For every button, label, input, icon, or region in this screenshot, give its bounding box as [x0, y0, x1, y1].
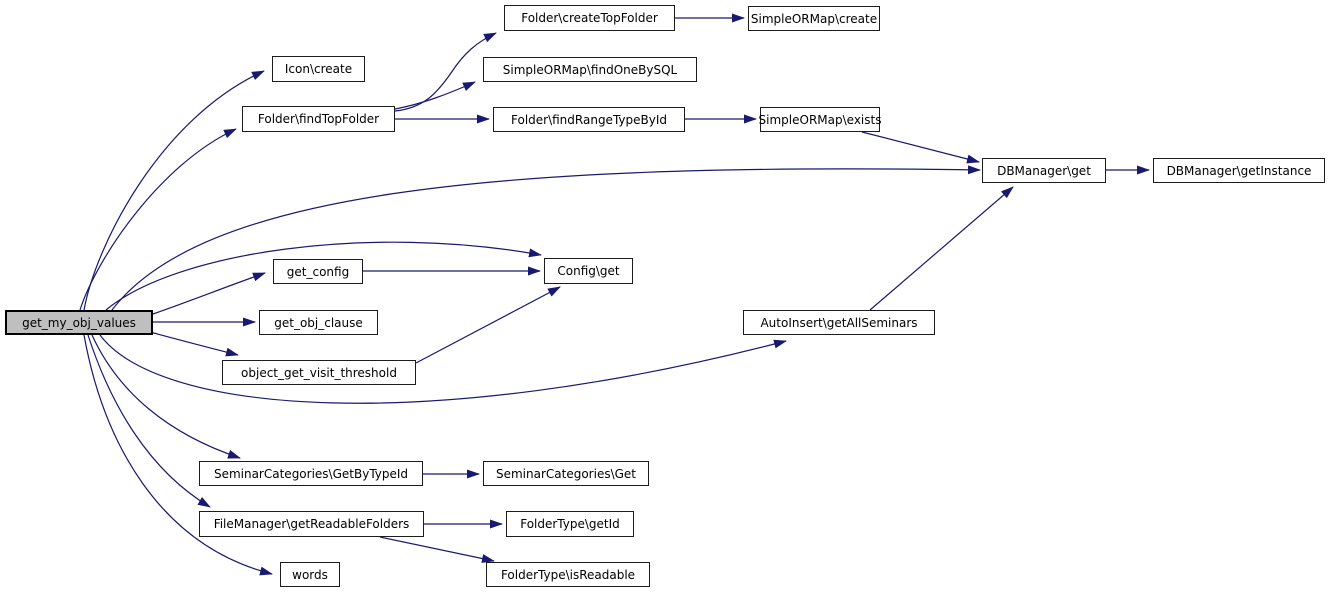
node-dbmanager-getinstance[interactable]: DBManager\getInstance: [1153, 158, 1325, 183]
node-dbmanager-get[interactable]: DBManager\get: [982, 158, 1106, 183]
node-autoinsert-getallseminars[interactable]: AutoInsert\getAllSeminars: [743, 310, 935, 335]
node-object-get-visit-threshold[interactable]: object_get_visit_threshold: [222, 360, 416, 385]
edge-filemanager-getreadablefolders-to-foldertype-isreadable: [379, 536, 495, 563]
node-seminarcategories-getbytypeid[interactable]: SeminarCategories\GetByTypeId: [199, 461, 423, 486]
node-simpleormap-exists[interactable]: SimpleORMap\exists: [759, 107, 881, 132]
node-config-get[interactable]: Config\get: [544, 258, 633, 284]
node-simpleormap-findonebysql[interactable]: SimpleORMap\findOneBySQL: [483, 57, 697, 82]
node-folder-findtopfolder[interactable]: Folder\findTopFolder: [242, 106, 395, 132]
node-filemanager-getreadablefolders[interactable]: FileManager\getReadableFolders: [199, 511, 424, 537]
edge-get-my-obj-values-to-get-config: [152, 272, 266, 315]
edge-get-my-obj-values-to-config-get: [105, 241, 542, 311]
node-seminarcategories-get[interactable]: SeminarCategories\Get: [483, 461, 649, 486]
edge-simpleormap-exists-to-dbmanager-get: [861, 131, 980, 164]
node-foldertype-getid[interactable]: FolderType\getId: [506, 511, 634, 537]
node-words[interactable]: words: [280, 562, 340, 587]
node-get-obj-clause[interactable]: get_obj_clause: [259, 310, 378, 335]
node-folder-findrangetypebyid[interactable]: Folder\findRangeTypeById: [493, 107, 685, 132]
node-folder-createtopfolder[interactable]: Folder\createTopFolder: [504, 5, 675, 31]
edge-autoinsert-getallseminars-to-dbmanager-get: [869, 186, 1014, 311]
edge-get-my-obj-values-to-folder-findtopfolder: [79, 128, 237, 311]
edge-get-my-obj-values-to-words: [83, 334, 273, 576]
edge-get-my-obj-values-to-autoinsert-getallseminars: [99, 334, 787, 404]
node-foldertype-isreadable[interactable]: FolderType\isReadable: [486, 562, 650, 587]
edge-get-my-obj-values-to-object-get-visit-threshold: [149, 331, 239, 357]
edge-get-my-obj-values-to-dbmanager-get: [111, 165, 981, 311]
edge-object-get-visit-threshold-to-config-get: [415, 286, 561, 364]
node-get-my-obj-values: get_my_obj_values: [5, 310, 153, 335]
edge-get-my-obj-values-to-seminarcategories-getbytypeid: [91, 334, 241, 459]
edge-folder-findtopfolder-to-folder-createtopfolder: [394, 32, 497, 112]
node-get-config[interactable]: get_config: [273, 259, 363, 284]
node-icon-create[interactable]: Icon\create: [272, 56, 365, 82]
edge-get-my-obj-values-to-filemanager-getreadablefolders: [87, 334, 211, 508]
node-simpleormap-create[interactable]: SimpleORMap\create: [748, 6, 880, 31]
edge-folder-findtopfolder-to-simpleormap-findonebysql: [394, 81, 476, 110]
